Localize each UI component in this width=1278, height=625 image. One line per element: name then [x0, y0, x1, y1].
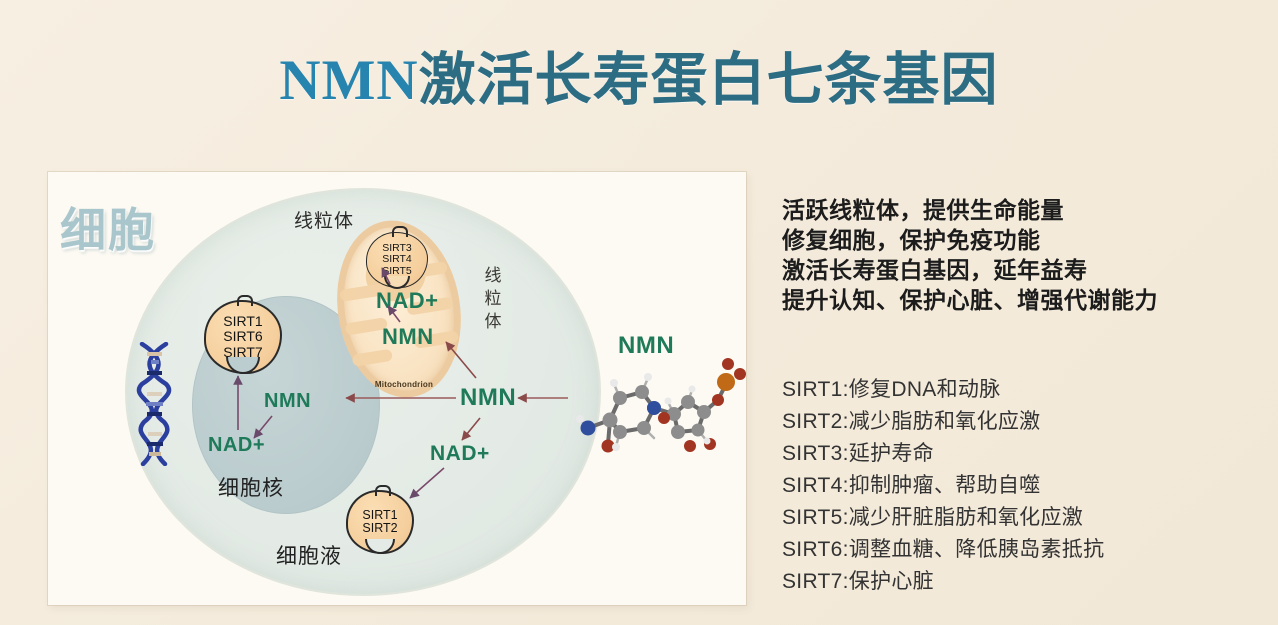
- mitochondria-top-label: 线粒体: [294, 211, 355, 232]
- label-hub-nmn: NMN: [460, 384, 517, 411]
- cytosol-label: 细胞液: [276, 544, 342, 568]
- label-nucleus-nad: NAD+: [208, 434, 266, 456]
- mitochondria-side-label: 线粒体: [484, 266, 502, 331]
- nucleus-label: 细胞核: [218, 476, 284, 500]
- sirt-group-mitochondria: SIRT3 SIRT4 SIRT5: [366, 226, 428, 289]
- sirt-label: SIRT2: [362, 521, 398, 535]
- mitochondrion-caption: Mitochondrion: [374, 380, 434, 389]
- crista: [351, 348, 393, 367]
- blob-nub: [374, 485, 391, 496]
- benefit-line: 活跃线粒体，提供生命能量: [782, 198, 1064, 223]
- sirt-label: SIRT3: [382, 242, 412, 254]
- blob-nub: [237, 295, 254, 306]
- diagram-panel: 细胞 线粒体 线粒体 细胞核 细胞液: [48, 172, 746, 605]
- sirt-function-item: SIRT7:保护心脏: [782, 570, 934, 593]
- sirt-group-nucleus: SIRT1 SIRT6 SIRT7: [204, 295, 282, 374]
- sirt-label: SIRT4: [382, 253, 412, 266]
- sirt-function-item: SIRT3:延护寿命: [782, 442, 934, 465]
- blob-notch: [226, 357, 260, 374]
- page-title: NMN激活长寿蛋白七条基因: [0, 34, 1278, 116]
- benefit-line: 激活长寿蛋白基因，延年益寿: [782, 258, 1088, 283]
- mitochondrion: Mitochondrion: [324, 211, 474, 407]
- sirt-label: SIRT1: [362, 507, 398, 522]
- benefit-line: 提升认知、保护心脏、增强代谢能力: [782, 288, 1158, 313]
- sirt-label: SIRT7: [223, 343, 263, 360]
- cell-label: 细胞: [60, 205, 156, 256]
- title-zh: 激活长寿蛋白七条基因: [418, 49, 999, 112]
- sirt-label: SIRT1: [223, 313, 263, 330]
- blob-nub: [392, 226, 409, 237]
- nmn-molecule-icon: [576, 358, 746, 453]
- label-molecule-nmn: NMN: [618, 332, 675, 359]
- blob-notch: [365, 539, 395, 554]
- benefit-line: 修复细胞，保护免疫功能: [782, 228, 1041, 253]
- sirt-group-cytosol: SIRT1 SIRT2: [346, 485, 414, 554]
- sirt-function-item: SIRT4:抑制肿瘤、帮助自噬: [782, 474, 1041, 497]
- title-en: NMN: [279, 49, 419, 112]
- dna-helix-icon: [136, 342, 172, 466]
- sirt-function-item: SIRT2:减少脂肪和氧化应激: [782, 410, 1041, 433]
- label-cytosol-nad: NAD+: [430, 442, 490, 465]
- sirt-function-item: SIRT1:修复DNA和动脉: [782, 378, 1001, 401]
- sirt-function-list: SIRT1:修复DNA和动脉 SIRT2:减少脂肪和氧化应激 SIRT3:延护寿…: [782, 374, 1262, 598]
- sirt-label: SIRT6: [223, 328, 263, 345]
- sirt-function-item: SIRT6:调整血糖、降低胰岛素抵抗: [782, 538, 1105, 561]
- benefits-list: 活跃线粒体，提供生命能量 修复细胞，保护免疫功能 激活长寿蛋白基因，延年益寿 提…: [782, 196, 1262, 316]
- label-mito-nad: NAD+: [376, 288, 439, 313]
- sirt-function-item: SIRT5:减少肝脏脂肪和氧化应激: [782, 506, 1084, 529]
- label-mito-nmn: NMN: [382, 324, 434, 349]
- label-nucleus-nmn: NMN: [264, 390, 312, 412]
- sirt-label: SIRT5: [382, 264, 412, 277]
